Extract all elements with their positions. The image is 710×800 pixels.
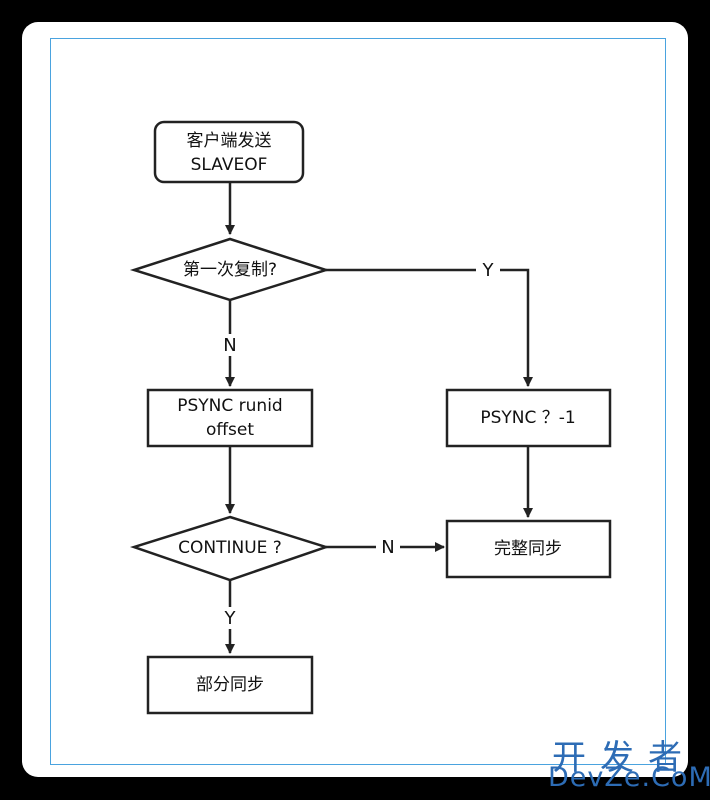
edge-continue-yes: Y <box>218 580 242 654</box>
node-first-copy-decision: 第一次复制? <box>129 237 331 302</box>
watermark-cn: 开发者 <box>552 738 696 778</box>
node-start-line1: 客户端发送 <box>187 131 272 151</box>
node-continue-label: CONTINUE ? <box>178 538 282 558</box>
node-start: 客户端发送 SLAVEOF <box>153 120 305 184</box>
edge-label-y: Y <box>482 260 495 281</box>
edge-first-copy-no: N <box>218 300 242 387</box>
node-psync-runid: PSYNC runid offset <box>146 388 314 448</box>
node-continue-decision: CONTINUE ? <box>129 515 331 582</box>
edge-label-n: N <box>381 537 394 558</box>
node-full-sync: 完整同步 <box>445 519 612 579</box>
node-psync-runid-line2: offset <box>206 420 254 440</box>
diagram-frame <box>50 38 666 765</box>
node-partial-sync: 部分同步 <box>146 655 314 715</box>
watermark-en: DevZe.CoM <box>548 762 710 793</box>
node-start-line2: SLAVEOF <box>191 155 268 175</box>
node-psync-minus1: PSYNC ？-1 <box>445 388 612 448</box>
node-first-copy-label: 第一次复制? <box>183 260 277 280</box>
edge-label-y: Y <box>224 608 237 629</box>
node-psync-minus1-label: PSYNC ？-1 <box>480 408 575 428</box>
node-psync-runid-line1: PSYNC runid <box>177 396 282 416</box>
node-full-sync-label: 完整同步 <box>494 539 562 559</box>
edge-first-copy-yes: Y <box>326 259 533 387</box>
edge-continue-no: N <box>326 536 445 558</box>
edge-label-n: N <box>223 335 236 356</box>
node-partial-sync-label: 部分同步 <box>196 675 264 695</box>
